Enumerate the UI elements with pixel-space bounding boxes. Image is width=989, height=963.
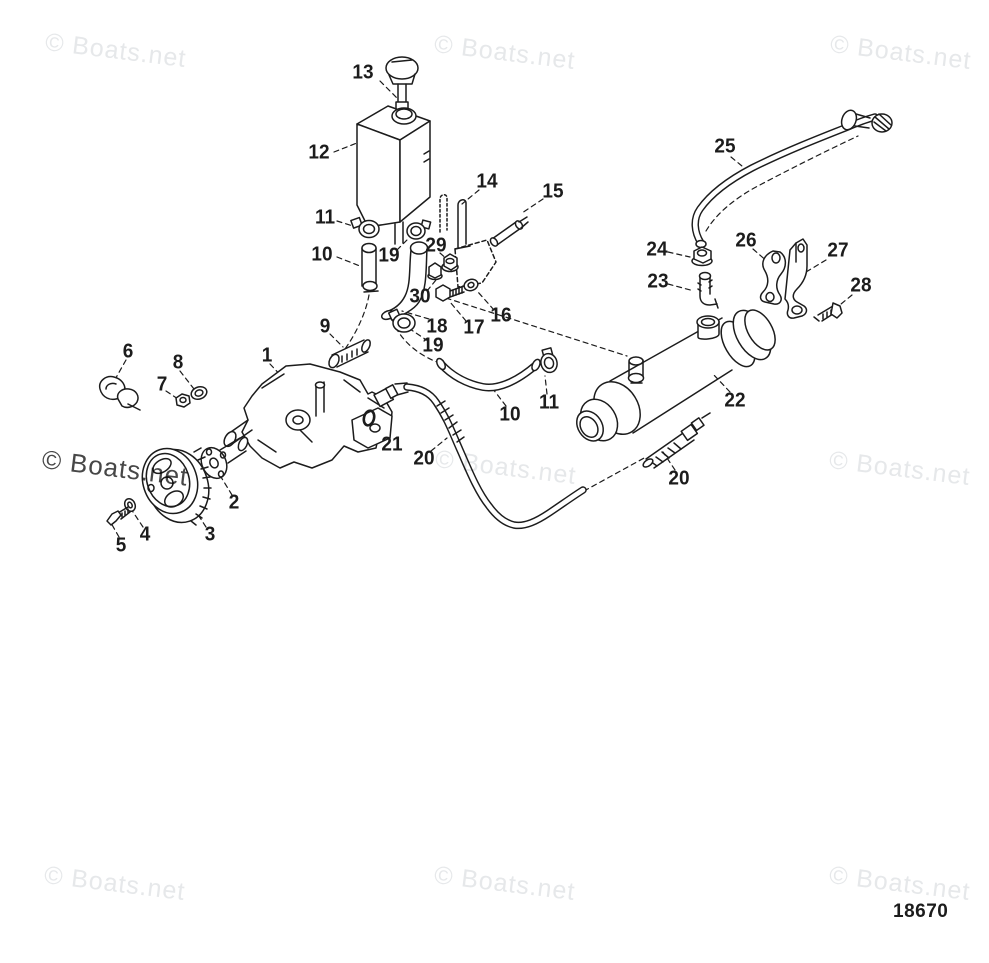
part-11-hose-clamp-right [540, 347, 558, 374]
part-15-pin [489, 216, 529, 247]
part-11-hose-clamp [350, 216, 380, 239]
part-30-bolt [427, 262, 443, 281]
part-10-fitting-tube [361, 242, 379, 293]
part-7-nut [175, 393, 191, 408]
part-24-nut [691, 246, 713, 267]
part-13-reservoir-cap [385, 56, 419, 111]
figure-number: 18670 [893, 901, 949, 922]
part-29-nut [441, 253, 459, 273]
part-19-hose-clamp-lower [387, 308, 416, 333]
part-22-oil-cooler [576, 309, 776, 442]
leader-lines [110, 80, 859, 538]
part-20-pressure-hose [373, 382, 587, 530]
part-5-bolt [106, 506, 131, 526]
part-6-clamp-halves [98, 375, 141, 411]
part-18-elbow-hose [380, 241, 429, 321]
part-27-clamp-bracket [784, 238, 808, 319]
part-16-washer [463, 278, 479, 292]
part-17-bolt [435, 284, 465, 302]
part-3-pulley [141, 447, 212, 526]
part-20-hose-fitting [642, 412, 711, 469]
part-19-hose-clamp-upper [406, 219, 432, 240]
part-12-reservoir [356, 105, 431, 245]
part-9-bolt [328, 339, 371, 369]
part-21-o-ring [362, 409, 376, 427]
part-1-power-steering-pump [223, 363, 393, 469]
part-26-clamp-bracket [759, 250, 787, 305]
part-8-washer [190, 385, 208, 401]
part-23-elbow-fitting [697, 271, 719, 309]
part-28-bolt [813, 302, 843, 322]
part-10-hose [435, 357, 541, 392]
part-25-return-hose [691, 109, 893, 249]
part-14-bracket [439, 194, 497, 288]
